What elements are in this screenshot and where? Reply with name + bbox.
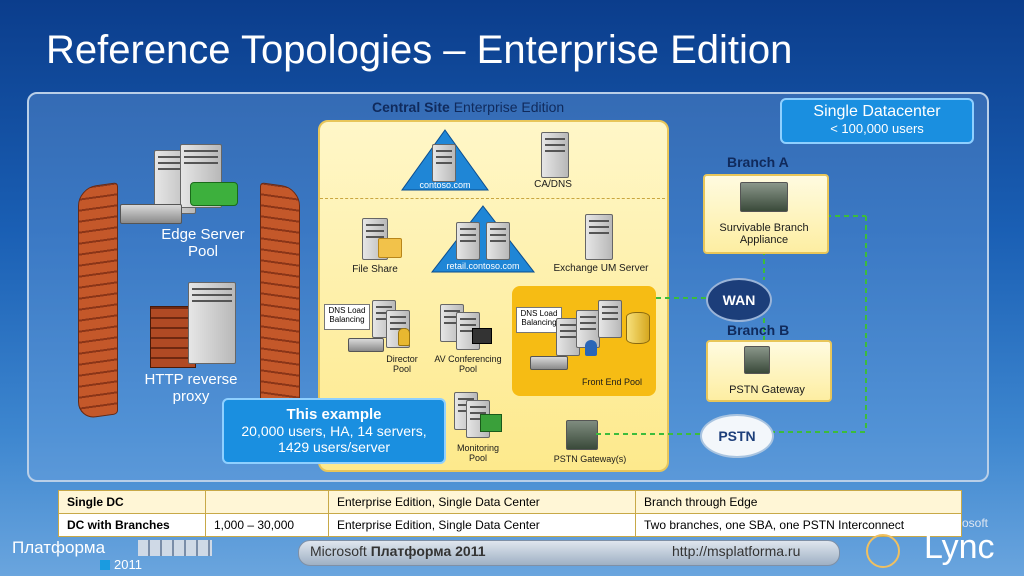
exchange-um-label: Exchange UM Server [553, 263, 649, 274]
av-pool-label: AV Conferencing Pool [434, 354, 502, 374]
central-site-rest: Enterprise Edition [449, 99, 565, 115]
table-cell: 1,000 – 30,000 [205, 513, 329, 537]
table-cell: Two branches, one SBA, one PSTN Intercon… [635, 513, 962, 537]
slide-title: Reference Topologies – Enterprise Editio… [46, 28, 793, 72]
folder-icon [378, 238, 402, 258]
lync-text: Lync [924, 528, 995, 566]
lync-logo-icon [866, 534, 900, 568]
pstn-label: PSTN [718, 428, 756, 444]
table-row: DC with Branches 1,000 – 30,000 Enterpri… [58, 513, 962, 537]
proxy-server-icon [188, 282, 236, 364]
year-square-icon [100, 560, 110, 570]
http-proxy-label: HTTP reverse proxy [144, 371, 238, 405]
branch-a-box [703, 174, 829, 254]
pstn-gateway-branch-icon [744, 346, 770, 374]
table-cell: Branch through Edge [635, 490, 962, 514]
dns-lb-1-label: DNS Load Balancing [328, 306, 366, 324]
director-lb-icon [348, 338, 384, 352]
edge-pool-label: Edge Server Pool [161, 226, 245, 260]
branch-b-label: PSTN Gateway [729, 384, 805, 396]
exchange-um-server-icon [585, 214, 613, 260]
table-cell: DC with Branches [58, 513, 206, 537]
pstn-cloud: PSTN [700, 414, 774, 458]
edge-servers-icon [120, 140, 250, 224]
contoso-label: contoso.com [419, 180, 471, 190]
footer-bar [298, 540, 840, 566]
example-title: This example [286, 406, 382, 423]
footer-ms: Microsoft Платформа 2011 [310, 543, 486, 559]
contoso-server-icon [432, 144, 456, 182]
single-dc-sub: < 100,000 users [830, 121, 924, 136]
branch-b-heading: Branch B [727, 322, 790, 338]
sba-device-icon [740, 182, 788, 212]
chart-icon [480, 414, 502, 432]
ca-dns-label: CA/DNS [534, 179, 572, 190]
table-cell: Enterprise Edition, Single Data Center [328, 490, 636, 514]
central-site-bold: Central Site [372, 99, 450, 115]
retail-label: retail.contoso.com [446, 261, 520, 271]
database-icon [626, 312, 650, 344]
branch-b-box [706, 340, 832, 402]
lync-small-text: osoft [962, 516, 989, 530]
dns-lb-1-box [324, 304, 370, 330]
footer-ms-bold: Платформа 2011 [370, 543, 486, 559]
table-cell: Single DC [58, 490, 206, 514]
platform-text: Платформа [12, 538, 106, 557]
ca-dns-server-icon [541, 132, 569, 178]
single-dc-title: Single Datacenter [813, 103, 941, 120]
user-icon [585, 340, 597, 356]
monitoring-pool-label: Monitoring Pool [456, 443, 500, 463]
wan-label: WAN [722, 292, 756, 308]
table-cell [205, 490, 329, 514]
file-share-label: File Share [352, 264, 398, 275]
central-site-heading: Central Site Enterprise Edition [372, 99, 564, 115]
fe-server-3-icon [598, 300, 622, 338]
central-divider [320, 198, 665, 199]
retail-server-2-icon [486, 222, 510, 260]
film-icon [472, 328, 492, 344]
key-icon [398, 328, 410, 346]
topology-table: Single DC Enterprise Edition, Single Dat… [58, 490, 962, 537]
retail-server-1-icon [456, 222, 480, 260]
pstn-gateway-central-icon [566, 420, 598, 450]
table-cell: Enterprise Edition, Single Data Center [328, 513, 636, 537]
footer-url[interactable]: http://msplatforma.ru [672, 543, 801, 559]
front-end-pool-label: Front End Pool [581, 377, 643, 387]
example-body: 20,000 users, HA, 14 servers, 1429 users… [241, 423, 427, 455]
platform-year: 2011 [114, 557, 142, 572]
fe-lb-icon [530, 356, 568, 370]
branch-a-heading: Branch A [727, 154, 789, 170]
branch-a-label: Survivable Branch Appliance [719, 222, 809, 246]
table-row: Single DC Enterprise Edition, Single Dat… [58, 490, 962, 514]
dns-lb-2-label: DNS Load Balancing [520, 309, 558, 327]
single-datacenter-callout: Single Datacenter < 100,000 users [780, 98, 974, 144]
logo-tiles-icon [138, 540, 212, 556]
platform-logo: Платформа 2011 [12, 536, 212, 576]
dns-lb-2-box [516, 307, 562, 333]
wan-cloud: WAN [706, 278, 772, 322]
pstn-gateways-label: PSTN Gateway(s) [553, 454, 627, 464]
example-callout: This example 20,000 users, HA, 14 server… [222, 398, 446, 464]
director-pool-label: Director Pool [386, 354, 418, 374]
footer-ms-text: Microsoft [310, 543, 371, 559]
